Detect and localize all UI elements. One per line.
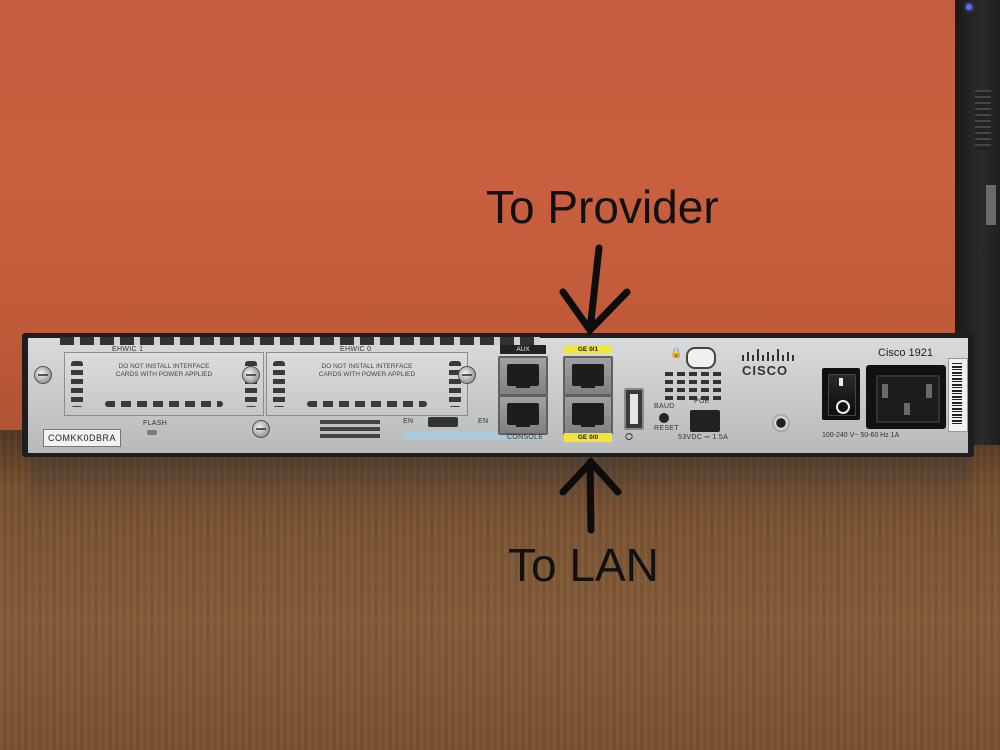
poe-label: POE bbox=[694, 398, 710, 405]
model-label: Cisco 1921 bbox=[878, 347, 934, 359]
to-lan-annotation: To LAN bbox=[508, 539, 659, 591]
ehwic0-vents-right bbox=[449, 361, 461, 407]
poe-port bbox=[690, 410, 720, 432]
power-on-mark-icon bbox=[839, 378, 843, 386]
ehwic1-vents-left bbox=[71, 361, 83, 407]
serial-label: COMKK0DBRA bbox=[43, 429, 121, 447]
ehwic0-warning: DO NOT INSTALL INTERFACE CARDS WITH POWE… bbox=[267, 363, 467, 379]
screw-icon bbox=[34, 366, 52, 384]
ehwic0-warning-line1: DO NOT INSTALL INTERFACE bbox=[321, 363, 413, 370]
en-label-left: EN bbox=[403, 418, 414, 425]
aux-port bbox=[498, 356, 548, 396]
power-off-mark-icon bbox=[836, 400, 850, 414]
mini-usb-console-port bbox=[428, 417, 458, 427]
power-pin bbox=[904, 403, 910, 415]
ehwic0-label: EHWIC 0 bbox=[340, 346, 372, 353]
reset-label: RESET bbox=[654, 425, 679, 432]
flash-label: FLASH bbox=[143, 420, 168, 427]
poe-rating: 53VDC ⎓ 1.5A bbox=[678, 434, 729, 441]
usb-port bbox=[624, 388, 644, 430]
console-port bbox=[498, 395, 548, 435]
ehwic0-vents-left bbox=[273, 361, 285, 407]
center-vents bbox=[665, 372, 721, 402]
ge00-port bbox=[563, 395, 613, 435]
ge00-label: GE 0/0 bbox=[564, 433, 612, 442]
ehwic1-warning-line2: CARDS WITH POWER APPLIED bbox=[115, 371, 213, 378]
cisco-bridge-icon bbox=[742, 349, 794, 361]
pc-vents bbox=[975, 90, 991, 150]
power-pin bbox=[926, 384, 932, 398]
router-reflection bbox=[30, 455, 970, 515]
ehwic1-warning: DO NOT INSTALL INTERFACE CARDS WITH POWE… bbox=[65, 363, 263, 379]
power-inlet bbox=[866, 365, 946, 429]
pc-power-led bbox=[966, 4, 972, 10]
barcode-sticker bbox=[948, 358, 968, 432]
ehwic0-bottom-vents bbox=[307, 401, 427, 407]
console-strip bbox=[404, 432, 546, 440]
ehwic1-warning-line1: DO NOT INSTALL INTERFACE bbox=[118, 363, 210, 370]
lower-vents bbox=[320, 420, 380, 438]
lock-slot bbox=[686, 347, 716, 369]
screw-icon bbox=[242, 366, 260, 384]
baud-label: BAUD bbox=[654, 403, 675, 410]
ehwic1-slot: DO NOT INSTALL INTERFACE CARDS WITH POWE… bbox=[64, 352, 264, 416]
ge01-port bbox=[563, 356, 613, 396]
ehwic1-bottom-vents bbox=[105, 401, 223, 407]
power-rating: 100-240 V~ 50-60 Hz 1A bbox=[822, 432, 900, 439]
table-surface bbox=[0, 430, 1000, 750]
ehwic0-warning-line2: CARDS WITH POWER APPLIED bbox=[318, 371, 416, 378]
flash-slot bbox=[147, 430, 157, 435]
pc-logo bbox=[986, 185, 996, 225]
screw-icon bbox=[252, 420, 270, 438]
ehwic0-slot: DO NOT INSTALL INTERFACE CARDS WITH POWE… bbox=[266, 352, 468, 416]
top-vents bbox=[60, 337, 540, 345]
reset-button bbox=[659, 413, 669, 423]
aux-label: AUX bbox=[500, 345, 546, 354]
ehwic1-label: EHWIC 1 bbox=[112, 346, 144, 353]
ge01-label: GE 0/1 bbox=[564, 345, 612, 354]
usb-icon: ⭘ bbox=[625, 432, 634, 443]
en-label-right: EN bbox=[478, 418, 489, 425]
to-provider-annotation: To Provider bbox=[486, 181, 719, 233]
console-label: CONSOLE bbox=[507, 434, 544, 441]
cisco-logo-text: CISCO bbox=[742, 363, 789, 378]
screw-icon bbox=[458, 366, 476, 384]
ground-icon bbox=[772, 414, 790, 432]
lock-icon: 🔒 bbox=[670, 348, 683, 359]
power-pin bbox=[882, 384, 888, 398]
